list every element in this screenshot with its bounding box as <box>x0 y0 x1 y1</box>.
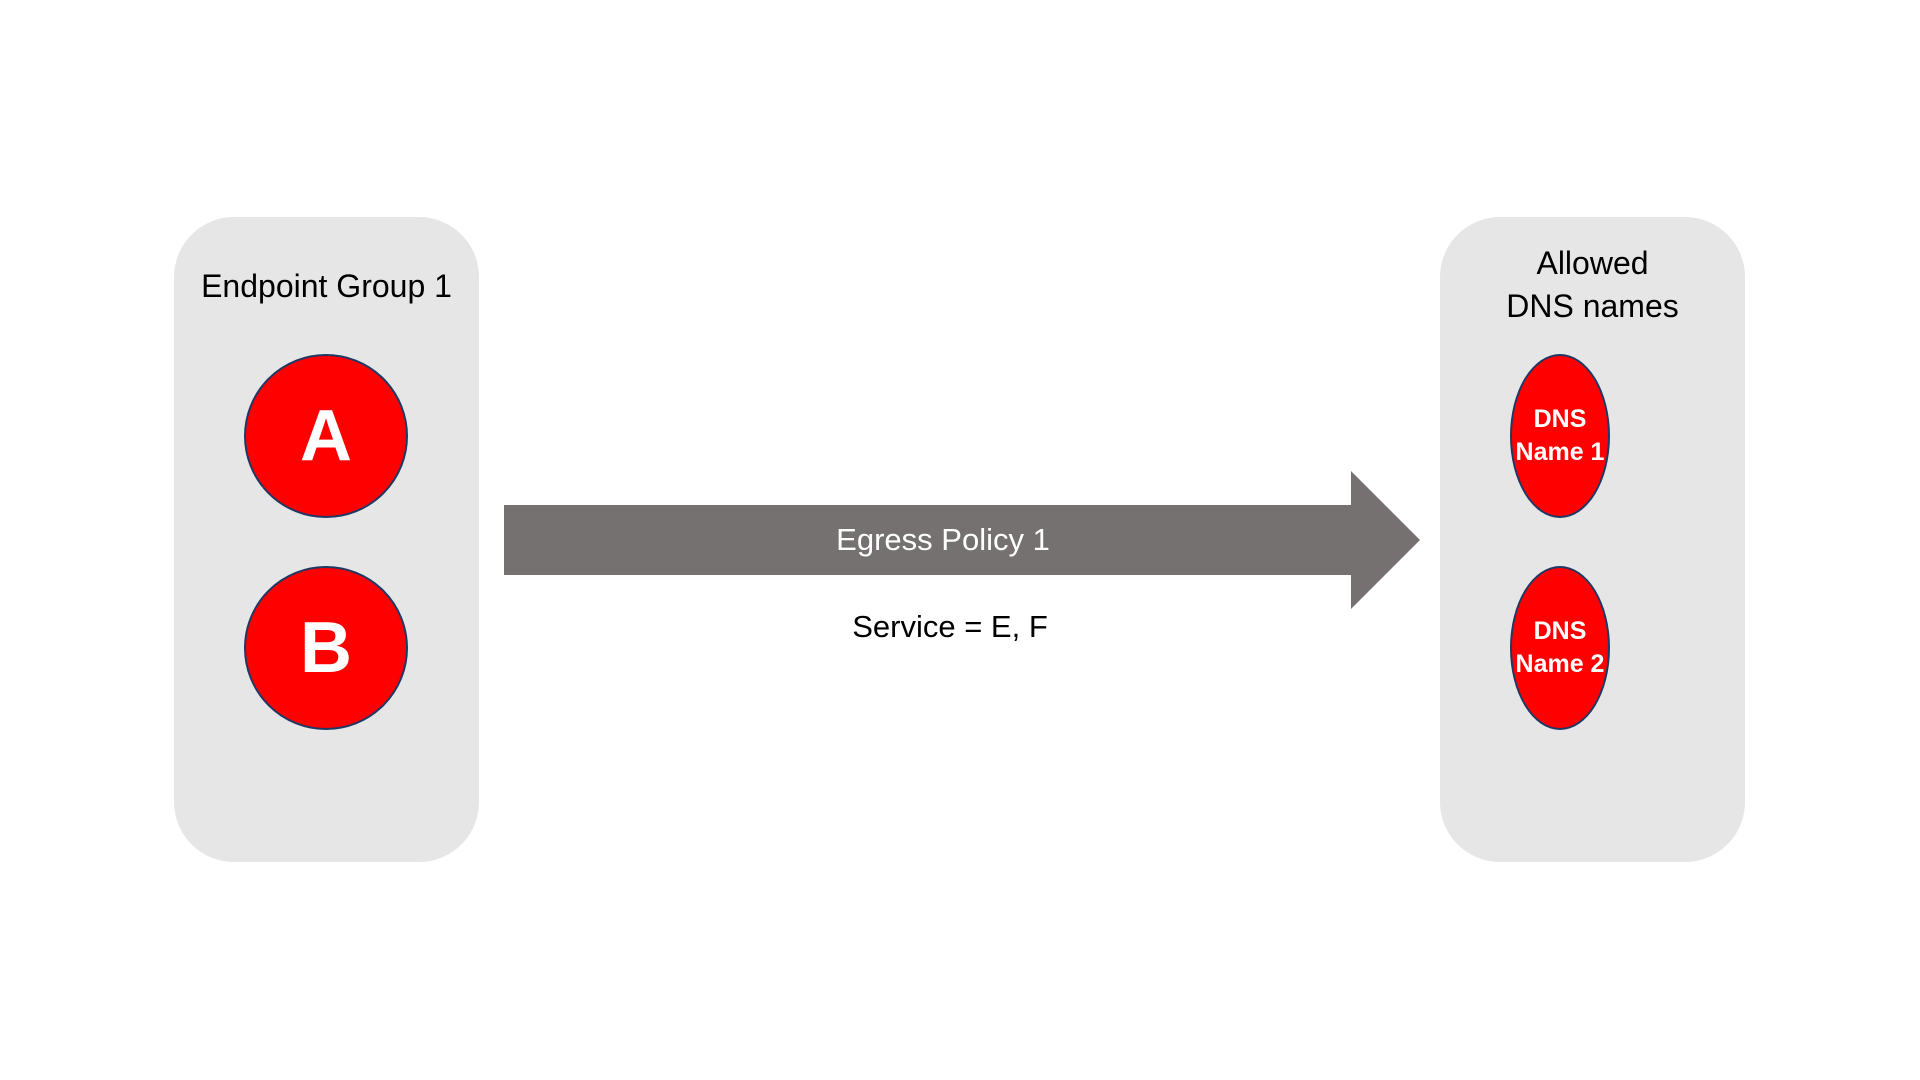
endpoint-b: B <box>244 566 408 730</box>
dns-name-1: DNS Name 1 <box>1510 354 1610 518</box>
endpoint-group-panel: Endpoint Group 1 A B <box>174 217 479 862</box>
egress-policy-label: Egress Policy 1 <box>836 522 1050 557</box>
dns-name-1-label: DNS Name 1 <box>1515 405 1605 466</box>
endpoint-a: A <box>244 354 408 518</box>
allowed-dns-panel: Allowed DNS names DNS Name 1 DNS Name 2 <box>1440 217 1745 862</box>
allowed-dns-title-line1: Allowed <box>1536 245 1649 281</box>
egress-arrow-shape <box>504 471 1420 609</box>
endpoint-group-title: Endpoint Group 1 <box>201 268 452 304</box>
service-caption: Service = E, F <box>852 609 1048 644</box>
dns-name-2-label: DNS Name 2 <box>1515 617 1605 678</box>
allowed-dns-title-line2: DNS names <box>1506 288 1679 324</box>
dns-name-2: DNS Name 2 <box>1510 566 1610 730</box>
